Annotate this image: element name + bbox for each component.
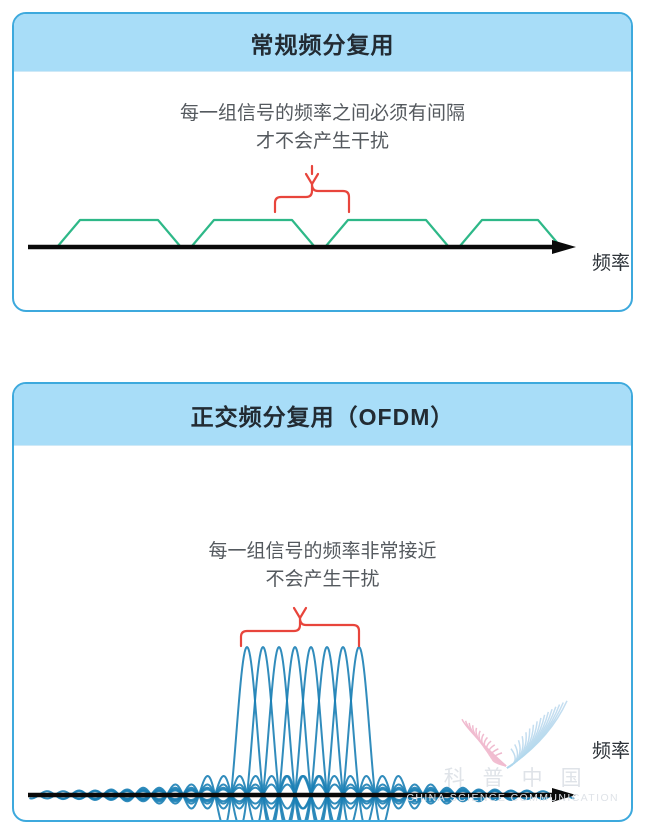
panel-conventional-fdm: 常规频分复用 每一组信号的频率之间必须有间隔 才不会产生干扰: [12, 12, 633, 312]
ofdm-spectrum-figure: [28, 606, 576, 820]
panel-header-fdm: 常规频分复用: [14, 14, 631, 72]
fdm-channel-4: [458, 218, 562, 248]
ofdm-subcarrier-group: [29, 646, 575, 820]
axis-label-fdm: 频率: [592, 253, 631, 274]
fdm-channel-1: [56, 218, 182, 248]
caption-ofdm: 每一组信号的频率非常接近 不会产生干扰: [208, 541, 437, 590]
ofdm-subcarrier-8: [134, 646, 575, 820]
fan-blade-left-8: [472, 725, 507, 767]
panel-title-ofdm: 正交频分复用（OFDM）: [190, 403, 455, 430]
ofdm-frequency-axis: [28, 788, 576, 802]
fdm-spectrum-figure: [28, 164, 576, 254]
panel-ofdm: 正交频分复用（OFDM） 每一组信号的频率非常接近 不会产生干扰 频率: [12, 382, 633, 822]
axis-label-ofdm: 频率: [592, 741, 631, 762]
panel-header-ofdm: 正交频分复用（OFDM）: [14, 384, 631, 446]
watermark-logo-icon: [461, 700, 568, 769]
fdm-channel-2: [190, 218, 316, 248]
panel-title-fdm: 常规频分复用: [250, 31, 395, 58]
fdm-gap-brace: [273, 164, 351, 214]
ofdm-subcarrier-7: [118, 646, 568, 820]
caption-fdm: 每一组信号的频率之间必须有间隔 才不会产生干扰: [179, 103, 465, 152]
panel-body-ofdm: 每一组信号的频率非常接近 不会产生干扰 频率: [14, 446, 631, 820]
panel-body-fdm: 每一组信号的频率之间必须有间隔 才不会产生干扰: [14, 72, 631, 310]
fan-blade-left-11: [461, 718, 507, 767]
fan-blade-right-10: [506, 711, 550, 769]
fdm-channel-group: [56, 218, 562, 248]
fdm-channel-3: [324, 218, 450, 248]
ofdm-subcarrier-brace: [239, 606, 361, 648]
fdm-frequency-axis: [28, 240, 576, 254]
fan-blade-right-15: [506, 700, 568, 769]
fan-blade-left-10: [464, 720, 507, 767]
